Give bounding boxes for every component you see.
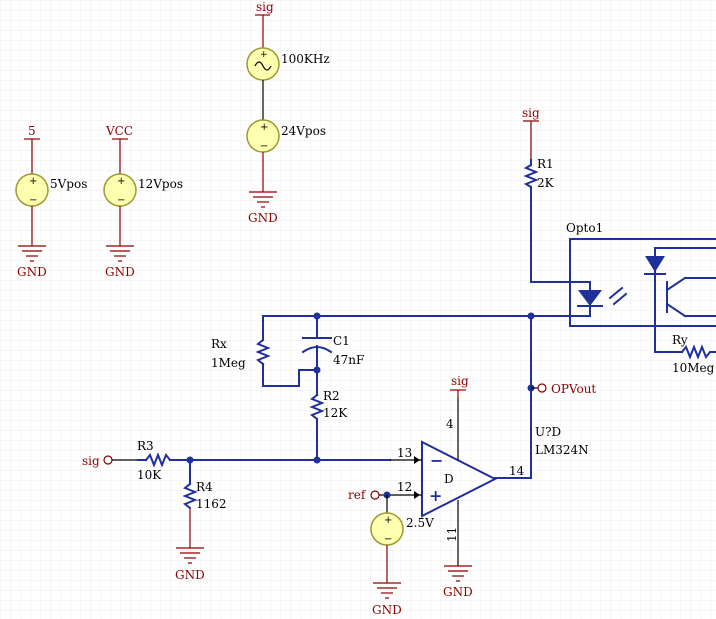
opamp-unit: D [444,472,454,486]
net-label-5: 5 [28,124,36,138]
gnd-label-ref: GND [372,603,402,617]
rx-value: 1Meg [211,356,246,370]
ac-source-label: 100KHz [281,52,330,66]
source-stack-top[interactable]: sig + 100KHz + − 24Vpos GND [246,0,330,225]
source-5v[interactable]: 5 + − 5Vpos GND [15,124,87,279]
svg-text:+: + [260,122,268,133]
r3-designator: R3 [137,439,154,453]
ry-value: 10Meg [672,361,715,375]
gnd-label-top: GND [248,211,278,225]
gnd-opamp: GND [443,565,473,599]
c1-value: 47nF [333,353,364,367]
r4-designator: R4 [196,480,213,494]
rx-designator: Rx [211,337,227,351]
optocoupler-opto1[interactable]: Opto1 [566,221,716,353]
opamp-plus: + [429,486,442,505]
dc-source-24v-label: 24Vpos [281,124,326,138]
dc-source-5v-label: 5Vpos [50,177,87,191]
dc-source-2v5-label: 2.5V [406,516,434,530]
ry-designator: Ry [672,333,688,347]
gnd-label-12v: GND [105,265,135,279]
svg-text:−: − [260,141,268,152]
r2-designator: R2 [323,389,340,403]
resistor-ry[interactable]: Ry 10Meg [654,333,716,375]
opamp-designator: U?D [535,425,561,439]
supply-sig-opamp: sig [450,374,469,398]
input-network: sig [82,452,391,564]
r4-value: 1162 [196,497,227,511]
c1-designator: C1 [333,334,350,348]
reference-source[interactable]: ref + − 2.5V GND [348,488,434,617]
r1-value: 2K [537,176,555,190]
pin-13: 13 [397,446,412,460]
svg-text:+: + [29,176,37,187]
resistor-r1[interactable]: sig R1 2K [522,106,579,283]
r1-designator: R1 [537,157,554,171]
svg-text:+: + [384,515,392,526]
net-label-sig-r1: sig [522,106,540,120]
pin-4: 4 [446,417,454,431]
pin-14: 14 [509,464,525,478]
opto-designator: Opto1 [566,221,603,235]
svg-text:+: + [260,50,268,60]
pin-11: 11 [445,527,459,542]
opamp-minus: − [430,451,443,470]
net-label-vcc: VCC [105,124,133,138]
dc-source-12v-label: 12Vpos [138,177,183,191]
opvout-label: OPVout [551,382,596,396]
net-label-sig-in: sig [82,454,100,468]
net-label-sig-amp: sig [451,374,469,388]
opamp-part: LM324N [535,443,589,457]
gnd-label-r4: GND [175,568,205,582]
opamp-u-d[interactable]: − + D 13 12 14 4 11 [390,398,525,566]
feedback-network [255,312,571,479]
gnd-label-opamp: GND [443,585,473,599]
svg-text:+: + [117,176,125,187]
r3-value: 10K [137,468,162,482]
source-12v[interactable]: VCC + − 12Vpos GND [103,124,183,279]
svg-text:−: − [384,534,392,545]
net-label-sig-top: sig [256,0,274,14]
r2-value: 12K [323,406,348,420]
pin-12: 12 [397,480,412,494]
gnd-label-5v: GND [17,265,47,279]
svg-text:−: − [117,195,125,206]
svg-text:−: − [29,195,37,206]
port-opvout[interactable]: OPVout [531,382,596,396]
net-label-ref: ref [348,488,367,502]
